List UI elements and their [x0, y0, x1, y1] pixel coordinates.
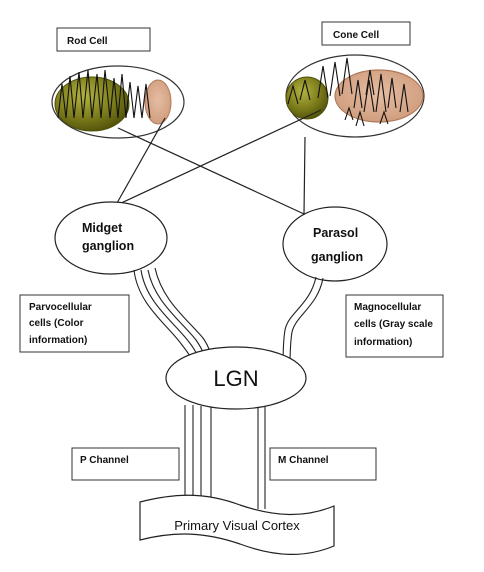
rod-cell-nucleus: [144, 79, 172, 125]
cone-cell: [285, 54, 425, 138]
magnocellular-line1: Magnocellular: [354, 302, 421, 313]
parvocellular-label-box: Parvocellular cells (Color information): [19, 294, 130, 353]
parasol-ganglion-line1: Parasol: [313, 226, 358, 240]
primary-visual-cortex: Primary Visual Cortex: [139, 494, 335, 555]
parasol-ganglion-line2: ganglion: [311, 250, 363, 264]
p-channel-fibers: [184, 405, 212, 506]
lgn-node: LGN: [165, 346, 307, 410]
midget-ganglion-line1: Midget: [82, 221, 123, 235]
m-channel-label: M Channel: [278, 455, 329, 466]
magnocellular-line2: cells (Gray scale: [354, 319, 433, 330]
p-channel-label: P Channel: [80, 455, 129, 466]
rod-cell: [51, 65, 185, 139]
cone-cell-label-box: Cone Cell: [321, 21, 411, 46]
magnocellular-label-box: Magnocellular cells (Gray scale informat…: [345, 294, 444, 358]
rod-cell-body: [54, 76, 130, 132]
magnocellular-axons: [282, 276, 324, 369]
parvocellular-line2: cells (Color: [29, 318, 84, 329]
cone-cell-label: Cone Cell: [333, 30, 379, 41]
rod-cell-label: Rod Cell: [67, 36, 108, 47]
cone-cell-body: [285, 76, 329, 120]
midget-ganglion: Midget ganglion: [54, 201, 168, 275]
lgn-label: LGN: [213, 366, 258, 391]
m-channel-fibers: [257, 405, 266, 509]
rod-outer-segments: [57, 69, 151, 119]
cone-outer-segments: [287, 57, 409, 127]
magnocellular-line3: information): [354, 337, 412, 348]
midget-ganglion-line2: ganglion: [82, 239, 134, 253]
cortex-label: Primary Visual Cortex: [174, 518, 300, 533]
parvocellular-line1: Parvocellular: [29, 302, 92, 313]
retina-connections: [116, 109, 322, 215]
parasol-ganglion: Parasol ganglion: [282, 206, 388, 282]
m-channel-label-box: M Channel: [269, 447, 377, 481]
rod-cell-label-box: Rod Cell: [56, 27, 151, 52]
p-channel-label-box: P Channel: [71, 447, 180, 481]
parvocellular-line3: information): [29, 335, 87, 346]
cone-cell-nucleus: [334, 69, 424, 123]
